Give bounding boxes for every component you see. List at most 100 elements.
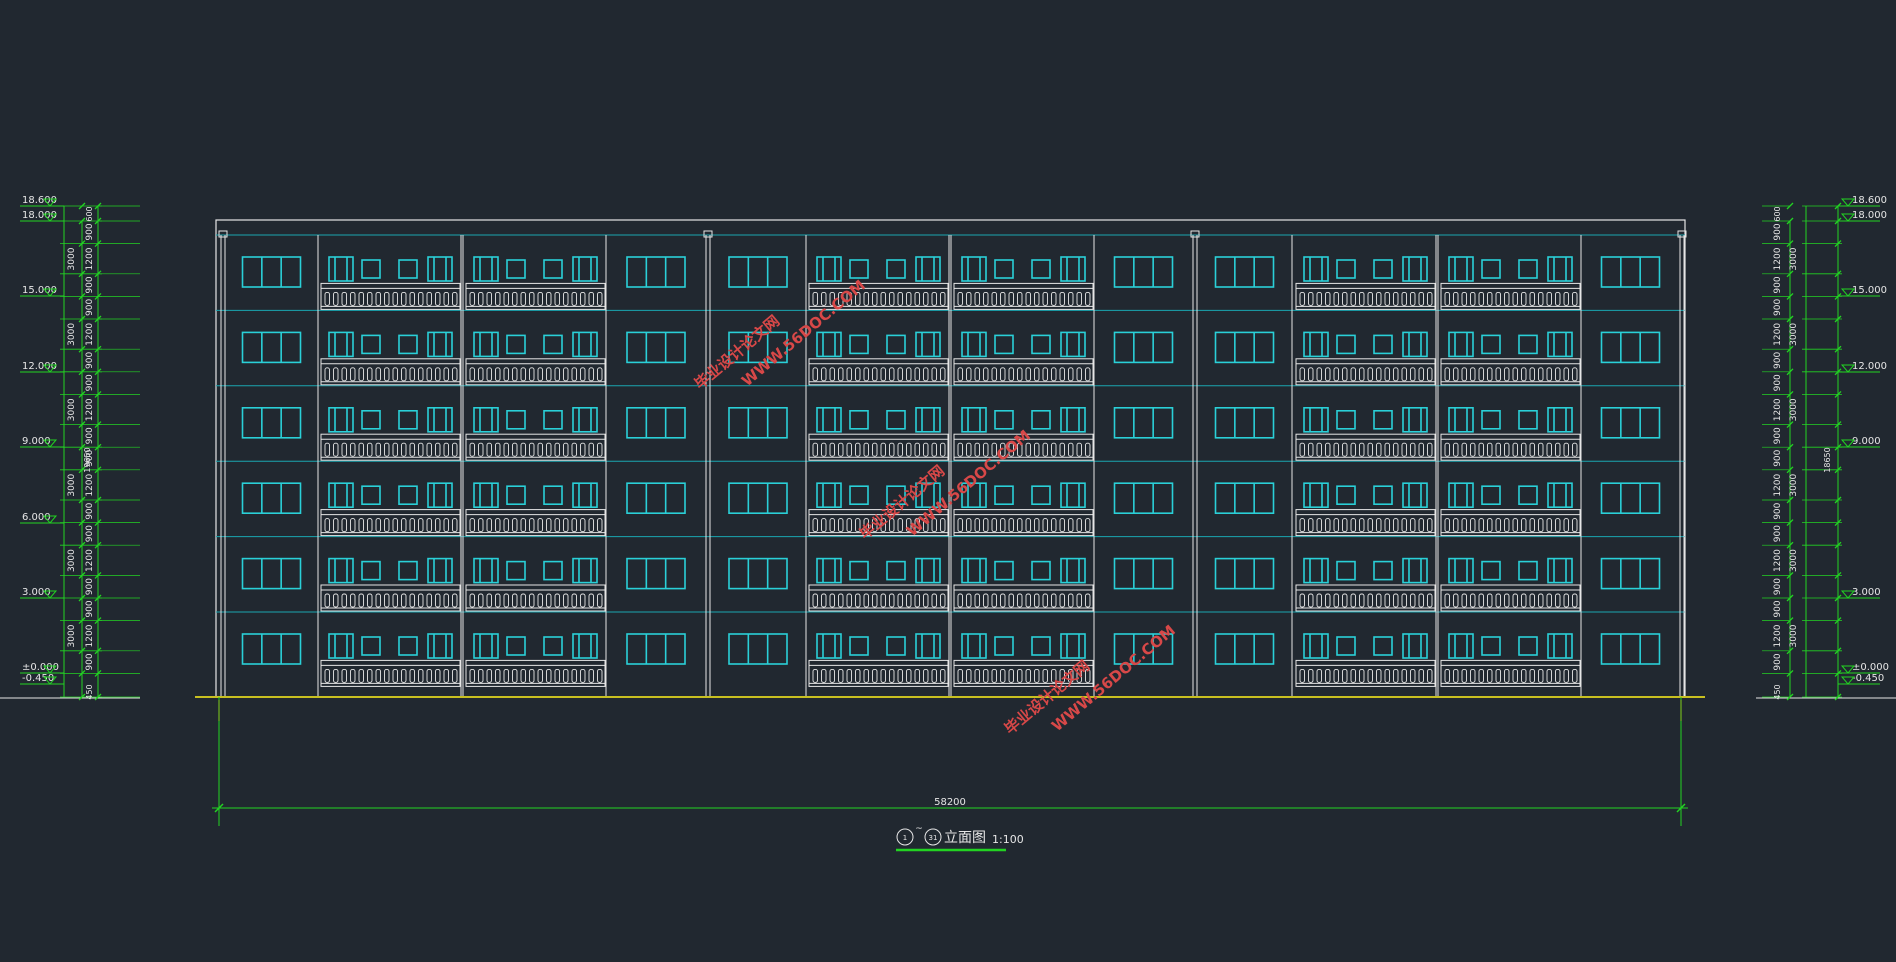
baluster [1410, 442, 1416, 457]
baluster [529, 518, 535, 533]
baluster [821, 291, 827, 306]
baluster [983, 367, 989, 382]
baluster [1299, 442, 1305, 457]
baluster [1384, 291, 1390, 306]
dimension-tick [1834, 571, 1842, 579]
baluster [1342, 367, 1348, 382]
baluster [1563, 668, 1569, 683]
baluster [880, 442, 886, 457]
dimension-tick [1834, 617, 1842, 625]
baluster [838, 367, 844, 382]
baluster [1572, 367, 1578, 382]
balcony-railing [1295, 509, 1436, 537]
baluster [409, 518, 415, 533]
baluster [571, 593, 577, 608]
baluster [554, 367, 560, 382]
baluster [957, 367, 963, 382]
baluster [940, 668, 946, 683]
small-window [886, 560, 906, 581]
window [1214, 557, 1275, 590]
baluster [829, 367, 835, 382]
baluster [1325, 518, 1331, 533]
window [728, 557, 788, 590]
axis-end-marker-icon [924, 828, 942, 846]
baluster [1342, 518, 1348, 533]
overall-dimension-line: 58200 [212, 697, 1688, 826]
balcony-door [1448, 482, 1474, 509]
balcony-door [915, 256, 941, 282]
balcony-door [1448, 633, 1474, 659]
floor-dimension-text: 900 [85, 352, 95, 369]
baluster [1427, 442, 1433, 457]
baluster [889, 593, 895, 608]
window [241, 256, 302, 288]
small-window [1373, 560, 1393, 581]
baluster [914, 668, 920, 683]
baluster [821, 367, 827, 382]
baluster [1470, 291, 1476, 306]
window [1214, 633, 1275, 665]
baluster [957, 518, 963, 533]
baluster [588, 442, 594, 457]
baluster [384, 668, 390, 683]
baluster [1034, 291, 1040, 306]
floor-dimension-text: 900 [1773, 578, 1783, 595]
dimension-tick [78, 240, 86, 248]
balcony-door [1303, 256, 1329, 282]
baluster [872, 442, 878, 457]
window [728, 406, 788, 439]
small-window [886, 485, 906, 506]
baluster [931, 291, 937, 306]
baluster [580, 442, 586, 457]
balcony-door [1547, 406, 1573, 433]
baluster [1017, 668, 1023, 683]
baluster [597, 518, 603, 533]
baluster [452, 442, 458, 457]
baluster [597, 668, 603, 683]
drawing-title: 1 ~ 31 立面图 1:100 [896, 824, 1024, 852]
baluster [1308, 668, 1314, 683]
small-window [994, 259, 1014, 279]
baluster [1495, 518, 1501, 533]
baluster [1470, 668, 1476, 683]
baluster [863, 518, 869, 533]
baluster [821, 518, 827, 533]
baluster [931, 593, 937, 608]
balcony-railing [1295, 584, 1436, 612]
baluster [1008, 442, 1014, 457]
baluster [384, 518, 390, 533]
downpipe-head [1190, 230, 1200, 238]
baluster [1487, 668, 1493, 683]
baluster [974, 291, 980, 306]
small-window [849, 636, 869, 656]
baluster [375, 518, 381, 533]
baluster [1478, 518, 1484, 533]
small-window [1031, 485, 1051, 506]
small-window [361, 259, 381, 279]
baluster [872, 291, 878, 306]
baluster [1367, 668, 1373, 683]
baluster [1076, 668, 1082, 683]
small-window [1336, 485, 1356, 506]
balcony-railing [1440, 282, 1581, 310]
baluster [597, 593, 603, 608]
baluster [1059, 668, 1065, 683]
baluster [443, 668, 449, 683]
baluster [443, 367, 449, 382]
dimension-tick [78, 443, 86, 451]
balcony-railing [953, 282, 1094, 310]
baluster [1042, 593, 1048, 608]
baluster [478, 291, 484, 306]
baluster [469, 442, 475, 457]
baluster [1563, 518, 1569, 533]
baluster [1025, 442, 1031, 457]
baluster [486, 291, 492, 306]
baluster [341, 442, 347, 457]
baluster [1478, 367, 1484, 382]
elevation-marker-icon [42, 288, 58, 297]
small-window [994, 560, 1014, 581]
balcony-railing [1440, 584, 1581, 612]
baluster [1401, 593, 1407, 608]
overall-dimension-text: 58200 [934, 797, 966, 808]
small-window [886, 636, 906, 656]
